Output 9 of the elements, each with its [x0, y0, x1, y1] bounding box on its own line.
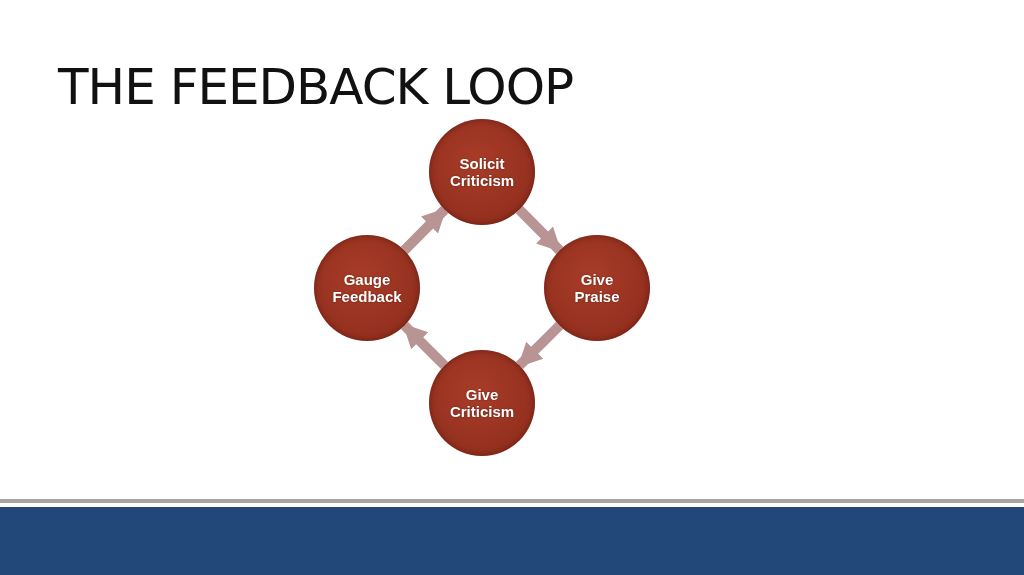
cycle-arrow [400, 321, 449, 370]
cycle-arrow [515, 321, 564, 370]
cycle-arrow [515, 206, 564, 254]
step-label: Give Praise [573, 271, 621, 305]
step-label: Gauge Feedback [331, 271, 403, 305]
slide-title: THE FEEDBACK LOOP [58, 58, 574, 116]
step-label: Give Criticism [448, 386, 516, 420]
cycle-arrow [400, 206, 449, 254]
step-label: Solicit Criticism [448, 155, 516, 189]
